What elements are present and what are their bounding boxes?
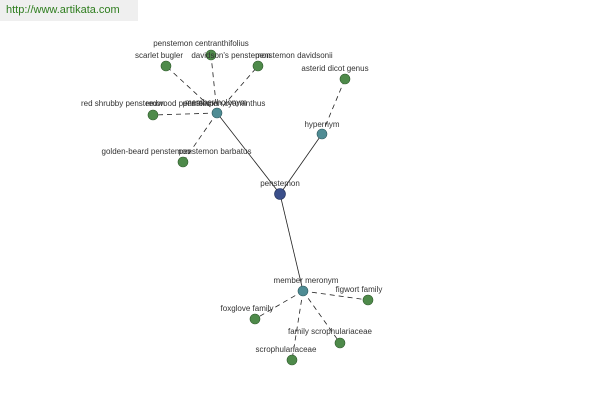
relation-label-member-holonym: member holonym bbox=[185, 98, 247, 107]
relation-node-member-meronym[interactable] bbox=[297, 285, 309, 297]
leaf-label: penstemon barbatus bbox=[179, 147, 252, 156]
leaf-node[interactable] bbox=[160, 60, 172, 72]
labels: penstemon centranthifolius scarlet bugle… bbox=[81, 39, 382, 354]
edge-center-meronym bbox=[279, 193, 304, 292]
leaf-label: red shrubby penstemon bbox=[81, 99, 165, 108]
edge-center-holonym bbox=[216, 112, 281, 195]
leaf-label: golden-beard penstemon bbox=[102, 147, 191, 156]
edge-holonym-leaf bbox=[216, 65, 259, 114]
leaf-node[interactable] bbox=[177, 156, 189, 168]
leaf-nodes bbox=[147, 49, 374, 366]
leaf-label: scarlet bugler bbox=[135, 51, 183, 60]
leaf-label: asterid dicot genus bbox=[301, 64, 368, 73]
edge-center-hypernym bbox=[279, 133, 323, 195]
leaf-node[interactable] bbox=[362, 294, 374, 306]
relation-node-hypernym[interactable] bbox=[316, 128, 328, 140]
center-node-penstemon[interactable] bbox=[274, 188, 286, 200]
edge-meronym-leaf bbox=[302, 290, 341, 344]
edge-holonym-leaf bbox=[210, 54, 218, 114]
edge-hypernym-leaf bbox=[321, 78, 346, 135]
edge-meronym-leaf bbox=[291, 290, 304, 361]
leaf-label: figwort family bbox=[336, 285, 383, 294]
leaf-node[interactable] bbox=[147, 109, 159, 121]
relation-label-member-meronym: member meronym bbox=[274, 276, 339, 285]
leaf-node[interactable] bbox=[339, 73, 351, 85]
source-url[interactable]: http://www.artikata.com bbox=[0, 0, 138, 21]
edge-meronym-leaf bbox=[254, 290, 304, 320]
leaf-label: davidson's penstemon bbox=[191, 51, 270, 60]
relation-node-member-holonym[interactable] bbox=[211, 107, 223, 119]
leaf-label: foxglove family bbox=[221, 304, 274, 313]
leaf-label: penstemon centranthifolius bbox=[153, 39, 249, 48]
leaf-label: family scrophulariaceae bbox=[288, 327, 373, 336]
leaf-label: penstemon davidsonii bbox=[255, 51, 333, 60]
edge-meronym-leaf bbox=[302, 290, 369, 301]
leaf-node[interactable] bbox=[205, 49, 217, 61]
edges bbox=[152, 54, 369, 361]
leaf-node[interactable] bbox=[252, 60, 264, 72]
relation-label-hypernym: hypernym bbox=[304, 120, 339, 129]
leaf-node[interactable] bbox=[334, 337, 346, 349]
center-label-penstemon: penstemon bbox=[260, 179, 300, 188]
leaf-label: penstemon cyananthus bbox=[183, 99, 266, 108]
edge-holonym-leaf bbox=[182, 112, 218, 163]
edge-holonym-leaf bbox=[152, 112, 218, 116]
edge-holonym-leaf bbox=[165, 65, 218, 114]
leaf-node[interactable] bbox=[286, 354, 298, 366]
leaf-node[interactable] bbox=[249, 313, 261, 325]
leaf-label: scrophulariaceae bbox=[256, 345, 317, 354]
relation-nodes bbox=[211, 107, 328, 297]
leaf-label: redwood penstemon bbox=[146, 99, 219, 108]
